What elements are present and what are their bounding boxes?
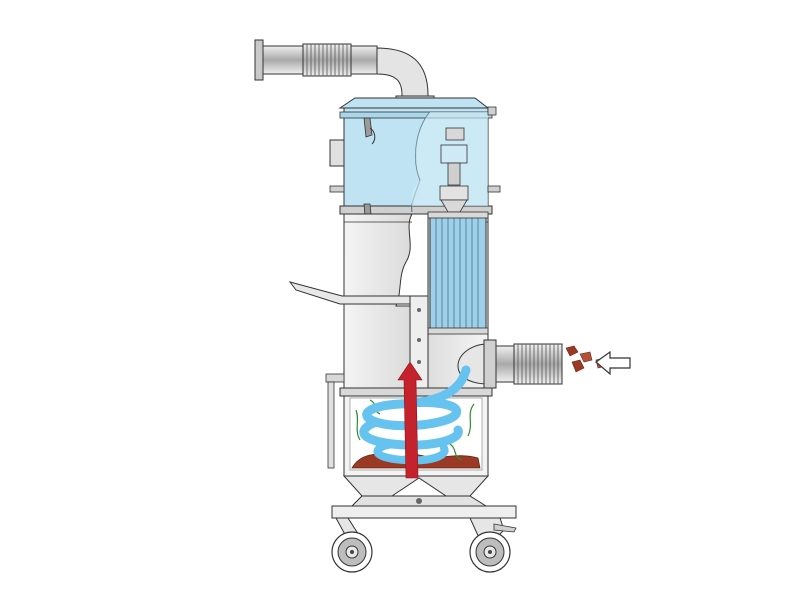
filter-housing-icon	[329, 97, 501, 229]
exhaust-hose-icon	[254, 39, 435, 103]
cyclone-airflow-icon	[359, 365, 471, 465]
inlet-hose-icon	[457, 339, 563, 389]
clean-air-arrow-icon	[397, 361, 423, 479]
intake-arrow-icon	[595, 350, 631, 376]
filter-cartridge-icon	[427, 211, 489, 335]
trolley-wheel-icon	[331, 531, 373, 573]
trolley-wheel-icon	[469, 531, 511, 573]
